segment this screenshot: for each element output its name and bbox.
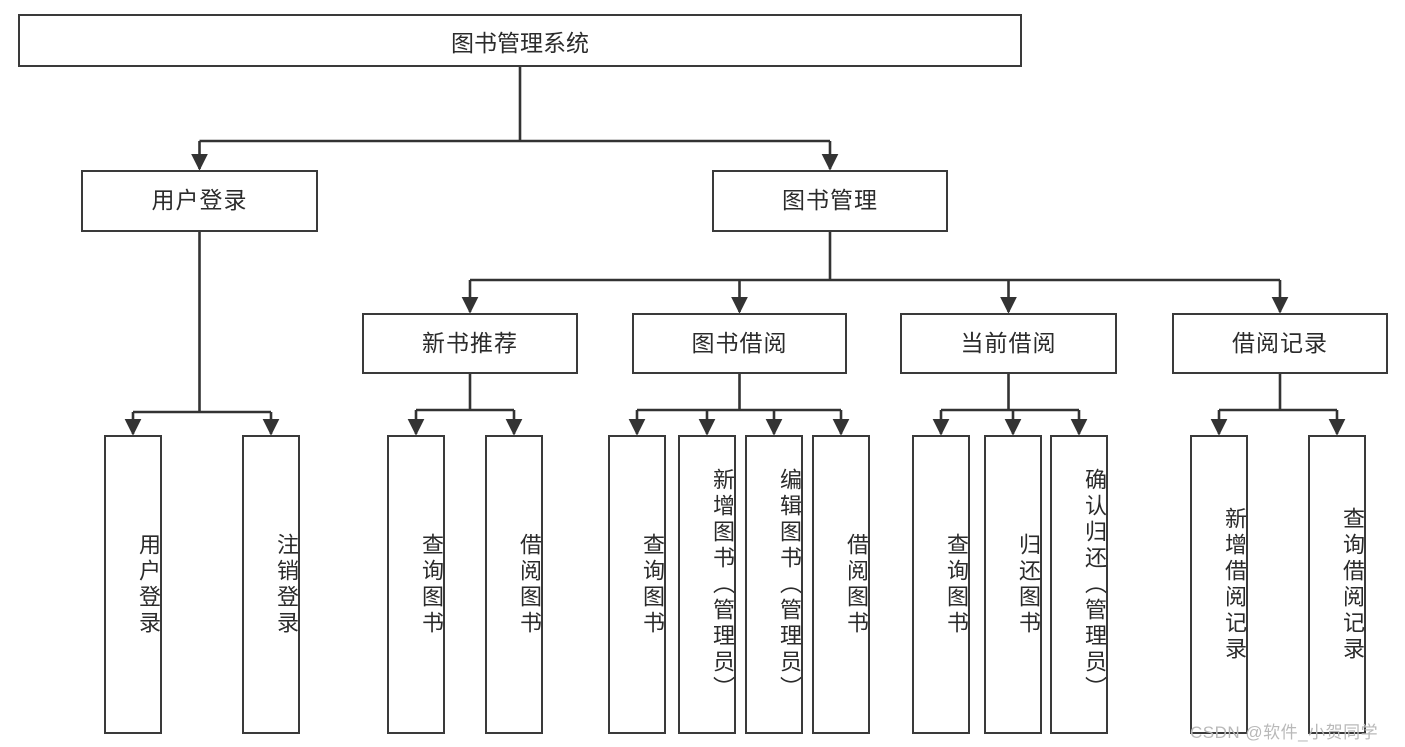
leaf-logout-label: 注销登录 <box>274 532 299 637</box>
leaf-borrow-book-recommend-label: 借阅图书 <box>517 532 542 637</box>
leaf-logout[interactable]: 注销登录 <box>242 435 300 734</box>
leaf-return-book-label: 归还图书 <box>1016 532 1041 637</box>
leaf-user-login-label: 用户登录 <box>136 532 161 637</box>
leaf-borrow-book-recommend[interactable]: 借阅图书 <box>485 435 543 734</box>
leaf-query-borrow-record[interactable]: 查询借阅记录 <box>1308 435 1366 734</box>
leaf-return-book[interactable]: 归还图书 <box>984 435 1042 734</box>
node-new-book-recommend[interactable]: 新书推荐 <box>362 313 578 374</box>
node-user-login-label: 用户登录 <box>151 187 248 214</box>
leaf-add-book-admin[interactable]: 新增图书（管理员） <box>678 435 736 734</box>
leaf-query-book-recommend-label: 查询图书 <box>419 532 444 637</box>
leaf-borrow-book-borrow-label: 借阅图书 <box>844 532 869 637</box>
leaf-borrow-book-borrow[interactable]: 借阅图书 <box>812 435 870 734</box>
leaf-query-book-current[interactable]: 查询图书 <box>912 435 970 734</box>
node-book-borrow-label: 图书借阅 <box>691 329 788 356</box>
leaf-query-book-borrow-label: 查询图书 <box>640 532 665 637</box>
leaf-add-borrow-record[interactable]: 新增借阅记录 <box>1190 435 1248 734</box>
node-user-login[interactable]: 用户登录 <box>81 170 318 232</box>
leaf-confirm-return-admin[interactable]: 确认归还（管理员） <box>1050 435 1108 734</box>
csdn-watermark: CSDN @软件_小贺同学 <box>1190 723 1379 742</box>
leaf-edit-book-admin-label: 编辑图书（管理员） <box>777 467 802 702</box>
leaf-query-book-recommend[interactable]: 查询图书 <box>387 435 445 734</box>
node-root-label: 图书管理系统 <box>451 29 589 56</box>
node-book-borrow[interactable]: 图书借阅 <box>632 313 847 374</box>
node-current-borrow-label: 当前借阅 <box>960 329 1057 356</box>
leaf-add-book-admin-label: 新增图书（管理员） <box>710 467 735 702</box>
leaf-user-login[interactable]: 用户登录 <box>104 435 162 734</box>
node-new-book-recommend-label: 新书推荐 <box>422 329 518 356</box>
node-book-manage-label: 图书管理 <box>782 187 878 214</box>
node-borrow-record-label: 借阅记录 <box>1232 329 1328 356</box>
leaf-query-book-current-label: 查询图书 <box>944 532 969 637</box>
leaf-query-book-borrow[interactable]: 查询图书 <box>608 435 666 734</box>
leaf-query-borrow-record-label: 查询借阅记录 <box>1340 506 1365 663</box>
node-current-borrow[interactable]: 当前借阅 <box>900 313 1117 374</box>
leaf-edit-book-admin[interactable]: 编辑图书（管理员） <box>745 435 803 734</box>
node-root[interactable]: 图书管理系统 <box>18 14 1022 67</box>
leaf-confirm-return-admin-label: 确认归还（管理员） <box>1082 467 1107 702</box>
node-book-manage[interactable]: 图书管理 <box>712 170 948 232</box>
leaf-add-borrow-record-label: 新增借阅记录 <box>1222 506 1247 663</box>
node-borrow-record[interactable]: 借阅记录 <box>1172 313 1388 374</box>
